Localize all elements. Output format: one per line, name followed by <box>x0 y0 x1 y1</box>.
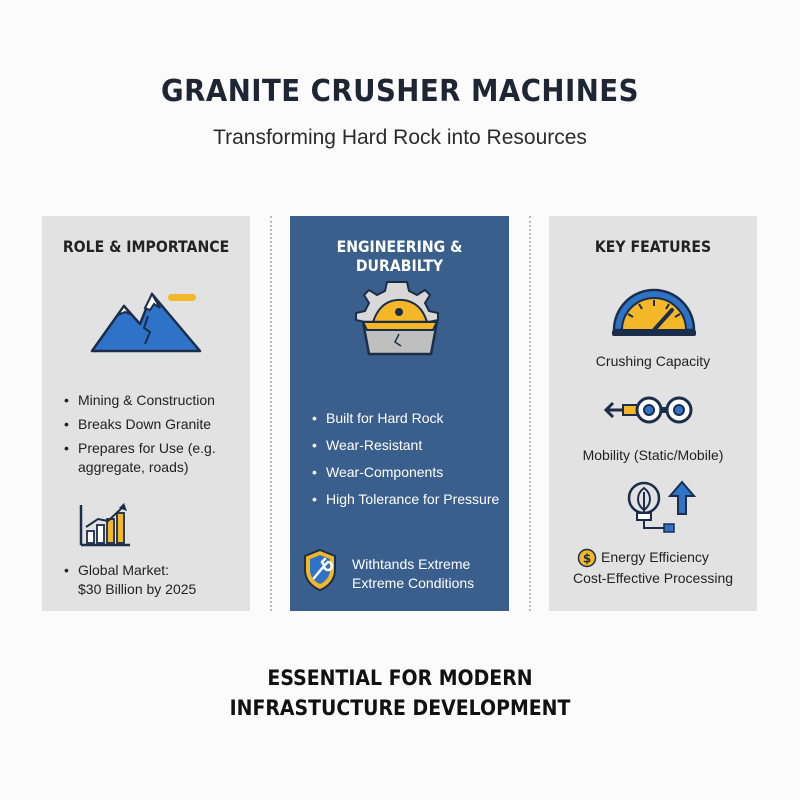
engineering-durability-panel: ENGINEERING & DURABILTY Built for Hard R… <box>290 216 509 611</box>
page-subtitle: Transforming Hard Rock into Resources <box>213 126 587 149</box>
list-item: Mining & Construction <box>64 391 244 410</box>
svg-text:$: $ <box>583 552 591 566</box>
list-item: Prepares for Use (e.g. aggregate, roads) <box>64 439 244 477</box>
crushing-capacity-label: Crushing Capacity <box>595 353 711 369</box>
role-panel-title: ROLE & IMPORTANCE <box>62 237 230 256</box>
list-item: Wear-Components <box>312 463 502 482</box>
global-market-label: • Global Market: <box>64 562 170 578</box>
cost-effective-label: Cost-Effective Processing <box>572 570 734 586</box>
footer-line-2: INFRASTUCTURE DEVELOPMENT <box>229 696 571 720</box>
tracks-icon <box>603 394 695 431</box>
engineering-panel-title: ENGINEERING & DURABILTY <box>336 237 463 275</box>
list-item: High Tolerance for Pressure <box>312 490 502 509</box>
shield-wrench-icon <box>302 548 338 597</box>
list-item: Built for Hard Rock <box>312 409 502 428</box>
divider-left <box>270 216 272 611</box>
divider-right <box>529 216 531 611</box>
extreme-conditions-line2: Extreme Conditions <box>352 575 475 591</box>
global-market-value: $30 Billion by 2025 <box>78 581 197 597</box>
footer-tagline: ESSENTIAL FOR MODERN INFRASTUCTURE DEVEL… <box>40 663 760 723</box>
gauge-icon <box>608 280 700 345</box>
list-item: Wear-Resistant <box>312 436 502 455</box>
key-features-panel: KEY FEATURES Crushing Capacity <box>549 216 757 611</box>
role-importance-panel: ROLE & IMPORTANCE Mining & Construction … <box>42 216 250 611</box>
mobility-label: Mobility (Static/Mobile) <box>582 447 724 463</box>
footer-line-1: ESSENTIAL FOR MODERN <box>267 666 533 690</box>
mountain-icon <box>90 286 210 361</box>
page-title: GRANITE CRUSHER MACHINES <box>161 74 639 109</box>
growth-chart-icon <box>78 501 132 554</box>
features-panel-title: KEY FEATURES <box>594 237 712 256</box>
engineering-bullet-list: Built for Hard Rock Wear-Resistant Wear-… <box>312 409 502 517</box>
leaf-bulb-icon <box>624 478 704 541</box>
energy-efficiency-label: Energy Efficiency <box>601 549 709 565</box>
extreme-conditions-line1: Withtands Extreme <box>352 556 471 572</box>
dollar-coin-icon: $ <box>577 548 597 573</box>
list-item: Breaks Down Granite <box>64 415 244 434</box>
gear-crusher-icon <box>351 278 449 375</box>
role-bullet-list: Mining & Construction Breaks Down Granit… <box>64 391 244 482</box>
